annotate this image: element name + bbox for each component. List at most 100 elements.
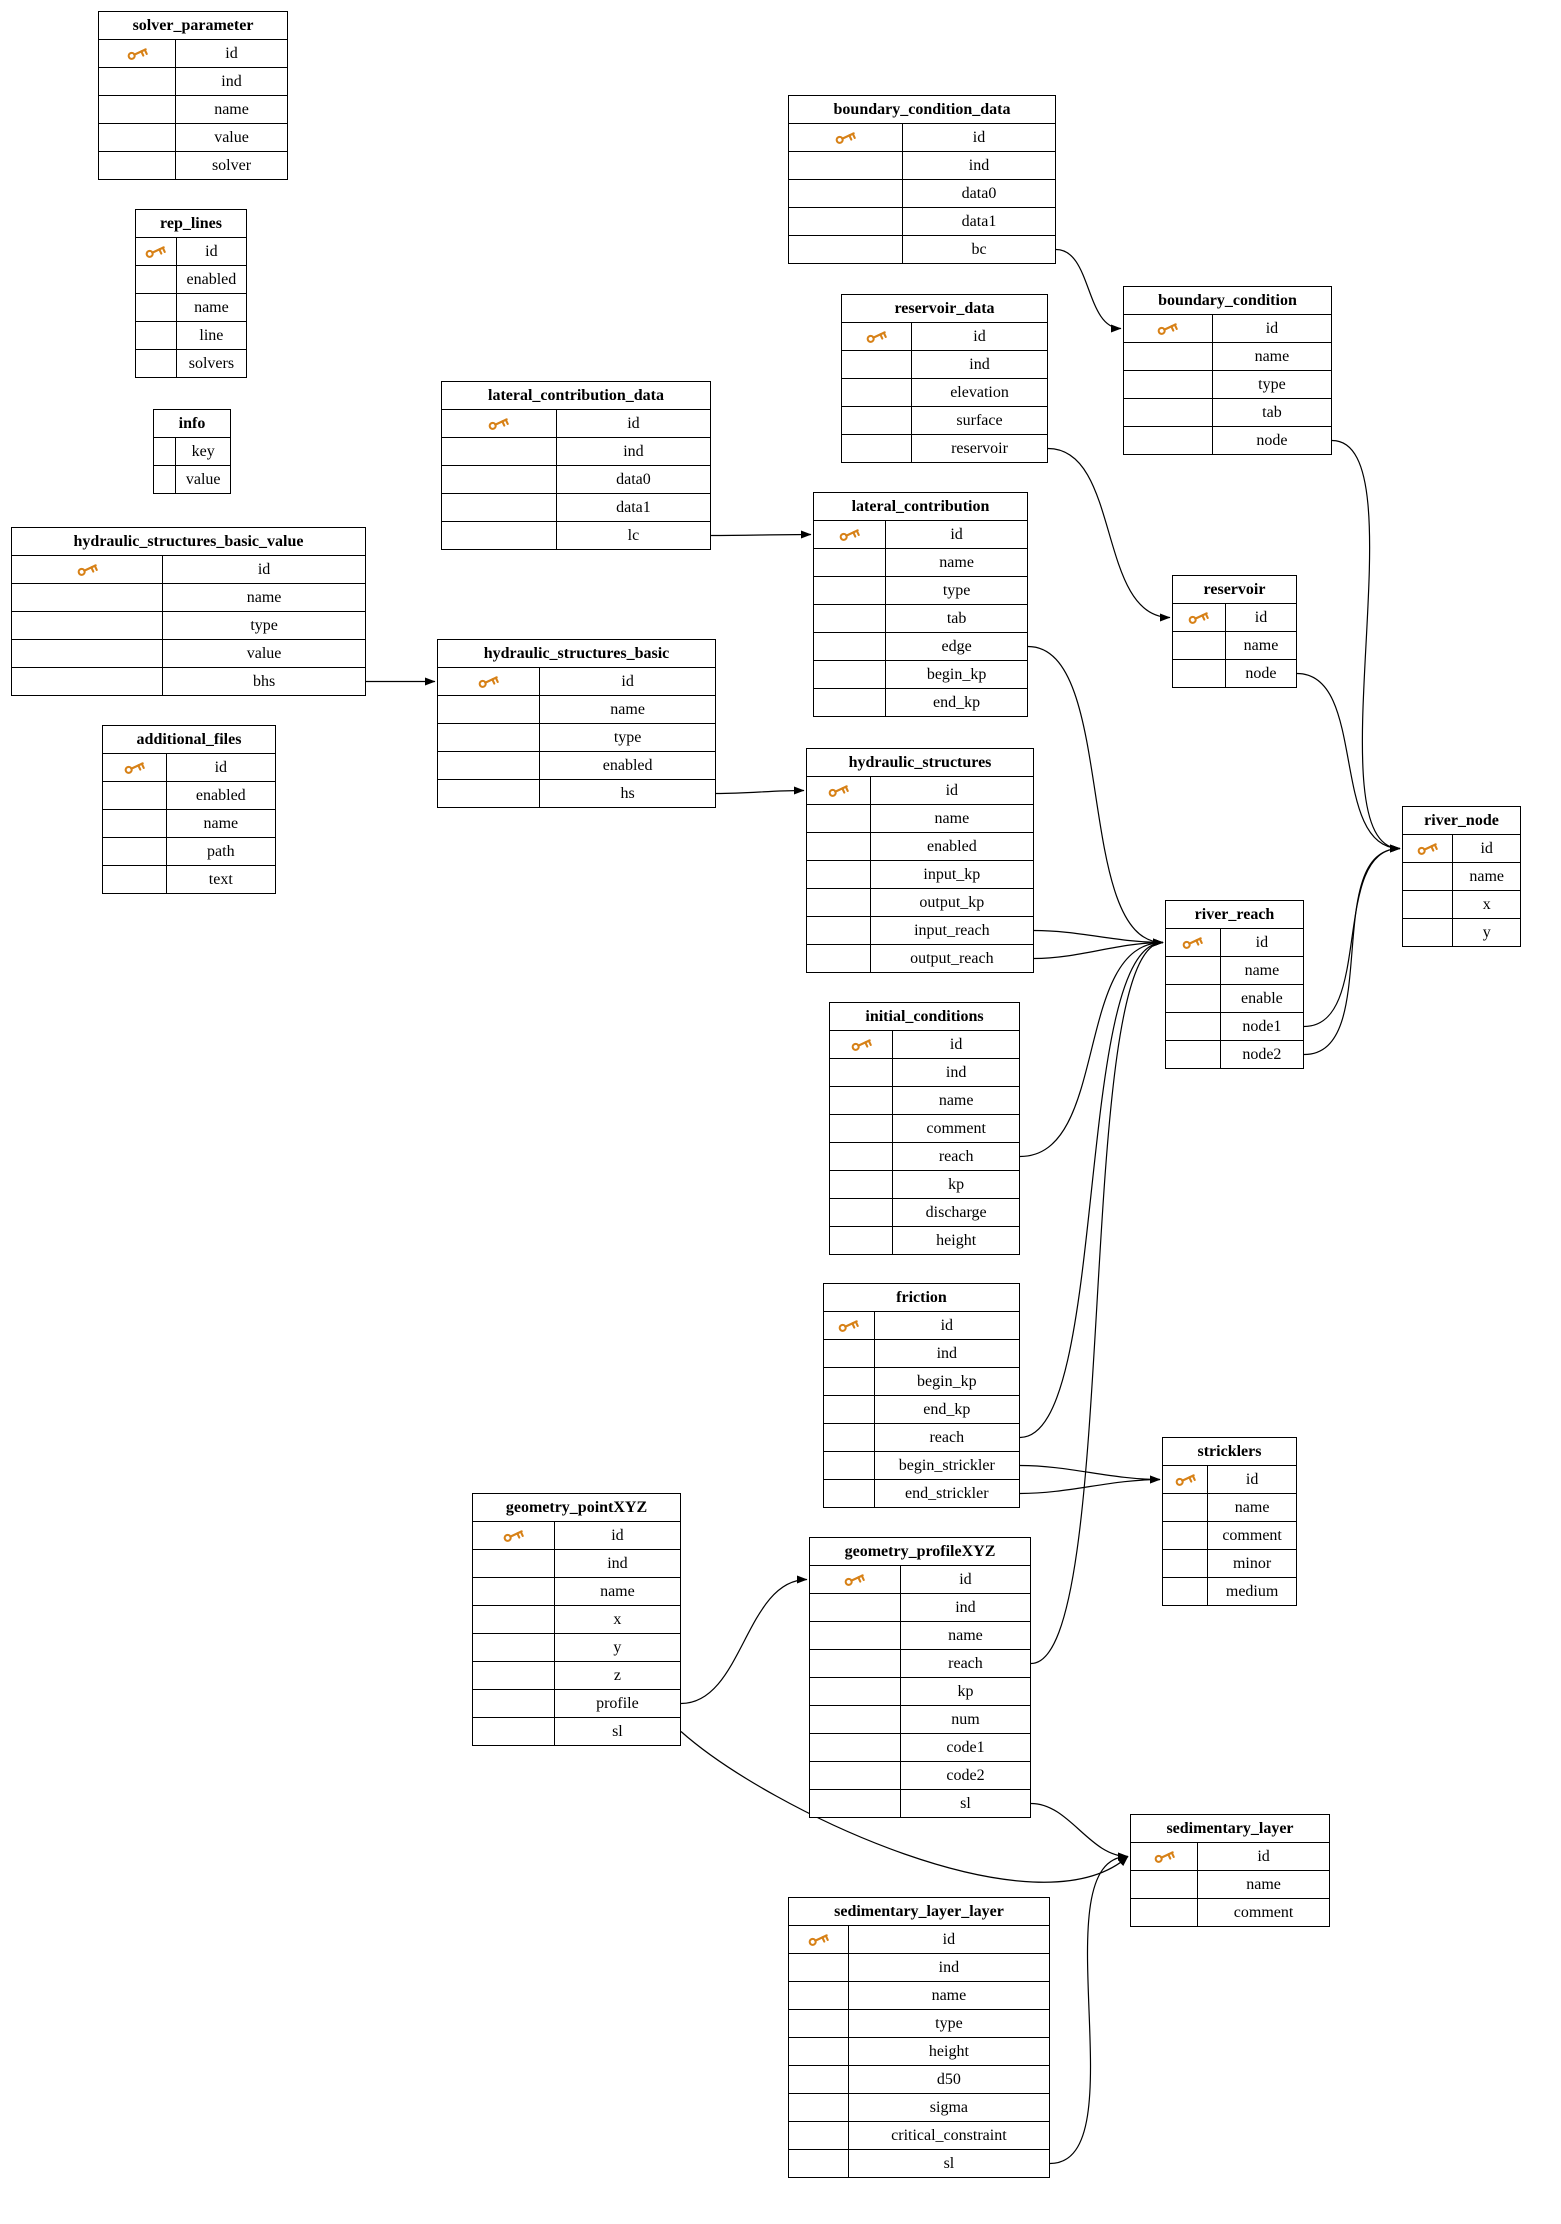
- column-code2: code2: [899, 1761, 1032, 1790]
- primary-key-icon: [146, 246, 167, 258]
- column-hs: hs: [539, 779, 716, 808]
- empty-key-cell: [840, 434, 913, 463]
- table-row: id: [788, 1925, 1051, 1954]
- primary-key-cell: [828, 1030, 894, 1059]
- column-height: height: [847, 2037, 1051, 2066]
- column-reach: reach: [892, 1142, 1020, 1171]
- column-data1: data1: [902, 207, 1056, 236]
- empty-key-cell: [97, 67, 177, 96]
- column-ind: ind: [899, 1593, 1032, 1622]
- empty-key-cell: [809, 1789, 901, 1818]
- table-row: enabled: [135, 265, 248, 294]
- edge-geometry_profileXYZ-reach-to-river_reach: [1030, 938, 1164, 1665]
- table-row: type: [812, 576, 1028, 605]
- empty-key-cell: [823, 1423, 875, 1452]
- column-text: text: [165, 865, 277, 894]
- table-row: end_kp: [823, 1395, 1021, 1424]
- primary-key-icon: [478, 676, 499, 688]
- empty-key-cell: [472, 1577, 555, 1606]
- column-data0: data0: [555, 465, 712, 494]
- table-row: node: [1123, 426, 1333, 455]
- column-ind: ind: [553, 1549, 682, 1578]
- table-title: stricklers: [1162, 1437, 1297, 1466]
- empty-key-cell: [812, 632, 887, 661]
- column-ind: ind: [902, 151, 1056, 180]
- column-enabled: enabled: [165, 781, 277, 810]
- table-row: data0: [787, 179, 1056, 208]
- column-discharge: discharge: [892, 1198, 1020, 1227]
- empty-key-cell: [1161, 1493, 1209, 1522]
- primary-key-cell: [1401, 834, 1454, 863]
- column-medium: medium: [1207, 1577, 1297, 1606]
- column-name: name: [175, 95, 288, 124]
- table-row: type: [10, 611, 366, 640]
- column-id: id: [175, 39, 288, 68]
- empty-key-cell: [472, 1717, 555, 1746]
- table-row: output_kp: [806, 888, 1035, 917]
- table-row: comment: [1129, 1898, 1330, 1927]
- column-sigma: sigma: [847, 2093, 1051, 2122]
- empty-key-cell: [828, 1086, 894, 1115]
- empty-key-cell: [809, 1705, 901, 1734]
- table-row: data1: [441, 493, 712, 522]
- column-name: name: [1207, 1493, 1297, 1522]
- empty-key-cell: [788, 2037, 849, 2066]
- edge-reservoir_data-reservoir-to-reservoir: [1047, 447, 1171, 622]
- column-begin_kp: begin_kp: [873, 1367, 1021, 1396]
- table-row: ind: [472, 1549, 682, 1578]
- empty-key-cell: [812, 576, 887, 605]
- table-title: rep_lines: [135, 209, 247, 238]
- table-row: ind: [828, 1058, 1020, 1087]
- table-row: id: [102, 753, 277, 782]
- table-row: name: [828, 1086, 1020, 1115]
- empty-key-cell: [472, 1549, 555, 1578]
- empty-key-cell: [436, 779, 541, 808]
- table-row: begin_kp: [823, 1367, 1021, 1396]
- empty-key-cell: [828, 1058, 894, 1087]
- table-row: name: [1161, 1493, 1297, 1522]
- table-title: hydraulic_structures: [806, 748, 1034, 777]
- primary-key-cell: [472, 1521, 555, 1550]
- column-output_kp: output_kp: [869, 888, 1035, 917]
- table-title: geometry_profileXYZ: [809, 1537, 1031, 1566]
- empty-key-cell: [10, 583, 164, 612]
- column-id: id: [162, 555, 366, 584]
- empty-key-cell: [1123, 426, 1213, 455]
- column-node: node: [1224, 659, 1298, 688]
- empty-key-cell: [828, 1114, 894, 1143]
- column-d50: d50: [847, 2065, 1051, 2094]
- empty-key-cell: [472, 1661, 555, 1690]
- column-y: y: [553, 1633, 682, 1662]
- table-row: enabled: [806, 832, 1035, 861]
- table-row: discharge: [828, 1198, 1020, 1227]
- empty-key-cell: [102, 837, 167, 866]
- table-row: id: [97, 39, 288, 68]
- table-row: name: [97, 95, 288, 124]
- column-path: path: [165, 837, 277, 866]
- column-elevation: elevation: [911, 378, 1048, 407]
- empty-key-cell: [441, 437, 557, 466]
- edge-geometry_pointXYZ-profile-to-geometry_profileXYZ: [680, 1575, 808, 1705]
- table-row: sl: [788, 2149, 1051, 2178]
- column-enabled: enabled: [539, 751, 716, 780]
- table-title: geometry_pointXYZ: [472, 1493, 681, 1522]
- empty-key-cell: [1123, 370, 1213, 399]
- column-end_strickler: end_strickler: [873, 1479, 1021, 1508]
- table-row: id: [828, 1030, 1020, 1059]
- empty-key-cell: [135, 265, 177, 294]
- primary-key-cell: [1165, 928, 1221, 957]
- empty-key-cell: [1161, 1577, 1209, 1606]
- empty-key-cell: [788, 2009, 849, 2038]
- primary-key-cell: [1172, 603, 1226, 632]
- primary-key-icon: [127, 48, 148, 60]
- column-name: name: [553, 1577, 682, 1606]
- primary-key-cell: [788, 1925, 849, 1954]
- empty-key-cell: [1123, 398, 1213, 427]
- primary-key-cell: [1123, 314, 1213, 343]
- column-value: value: [175, 123, 288, 152]
- table-row: key: [152, 437, 231, 466]
- column-reach: reach: [899, 1649, 1032, 1678]
- empty-key-cell: [828, 1142, 894, 1171]
